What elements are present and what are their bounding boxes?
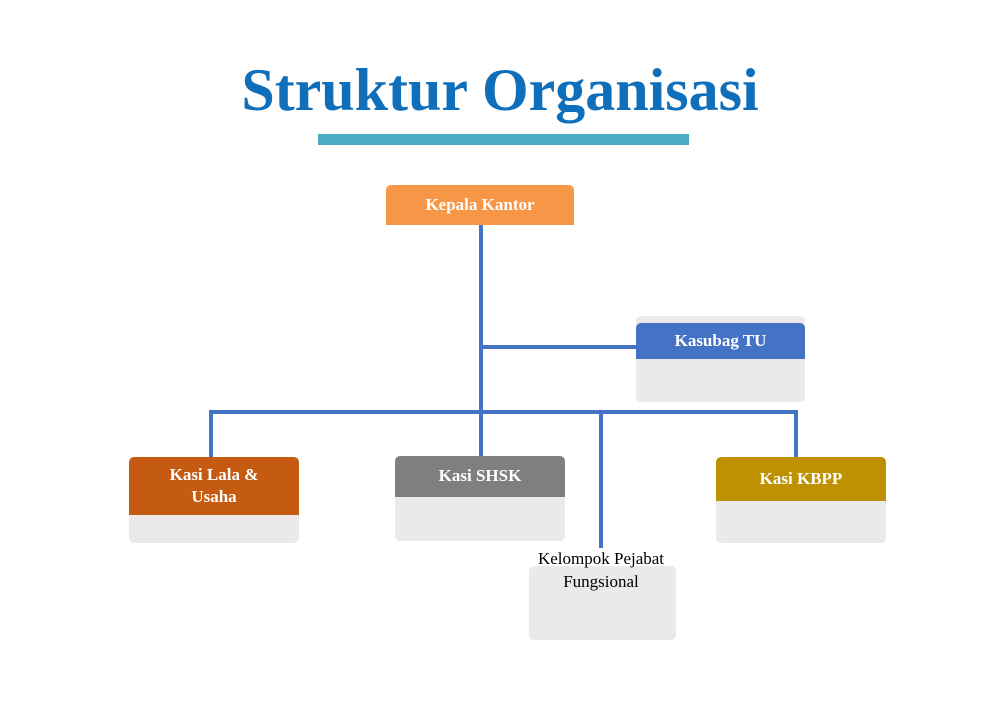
node-kasubag-tu: Kasubag TU — [636, 316, 805, 402]
title-underline — [318, 134, 689, 145]
node-kasubag-tu-header: Kasubag TU — [636, 323, 805, 359]
node-kasi-kbpp: Kasi KBPP — [716, 457, 886, 543]
page-title: Struktur Organisasi — [241, 57, 759, 123]
node-kasi-shsk-header: Kasi SHSK — [395, 456, 565, 497]
node-kasi-shsk: Kasi SHSK — [395, 456, 565, 541]
node-kepala-kantor-header: Kepala Kantor — [386, 185, 574, 225]
node-fungsional-label-line2: Fungsional — [563, 571, 639, 591]
node-kasi-kbpp-header: Kasi KBPP — [716, 457, 886, 501]
node-fungsional-label: Kelompok Pejabat Fungsional — [515, 548, 687, 594]
node-kasubag-tu-label: Kasubag TU — [674, 330, 767, 350]
node-kasi-shsk-label: Kasi SHSK — [438, 466, 522, 486]
node-kasi-shsk-body — [395, 497, 565, 541]
node-kasi-kbpp-body — [716, 501, 886, 543]
node-fungsional-box — [529, 566, 676, 640]
node-kasi-lala-usaha-body — [129, 515, 299, 543]
node-kasi-kbpp-label: Kasi KBPP — [759, 468, 843, 488]
node-kasi-lala-usaha-header: Kasi Lala & Usaha — [129, 457, 299, 515]
node-kasi-lala-usaha-label-line1: Kasi Lala & — [169, 464, 259, 484]
node-fungsional-label-line1: Kelompok Pejabat — [537, 549, 665, 568]
node-kepala-kantor: Kepala Kantor — [386, 185, 574, 225]
node-kasi-lala-usaha-label-line2: Usaha — [191, 487, 237, 506]
node-kasi-lala-usaha: Kasi Lala & Usaha — [129, 457, 299, 543]
node-kepala-kantor-label: Kepala Kantor — [425, 194, 535, 214]
